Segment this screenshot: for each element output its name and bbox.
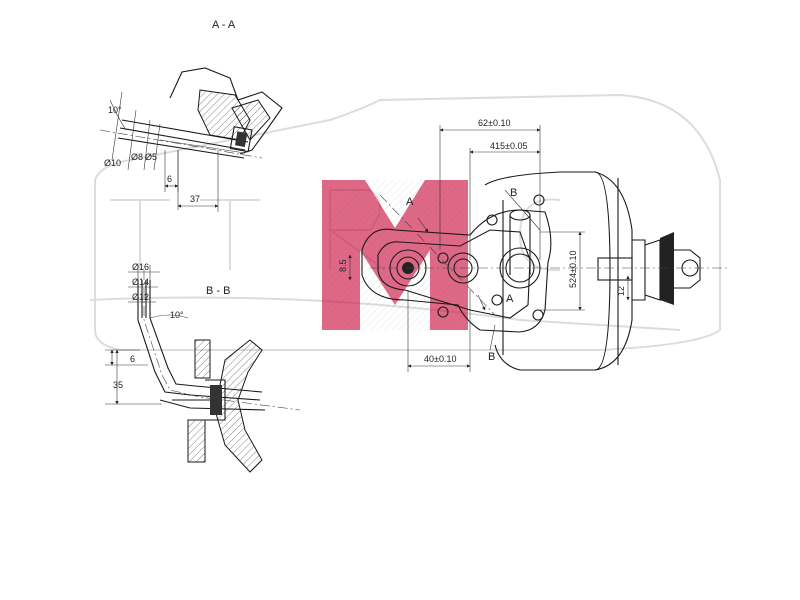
section-aa-drawing — [99, 67, 283, 212]
dim-524-label: 524±0.10 — [568, 251, 578, 288]
section-bb-title: B - B — [206, 285, 230, 297]
bb-angle-label: 10° — [170, 310, 184, 320]
section-mark-b-top: B — [510, 187, 517, 199]
bb-dia-14-label: Ø14 — [132, 277, 149, 287]
section-bb-drawing — [105, 265, 301, 473]
dim-40-label: 40±0.10 — [424, 354, 456, 364]
section-mark-a-bottom: A — [506, 293, 514, 305]
aa-len-6-label: 6 — [167, 174, 172, 184]
dim-62-label: 62±0.10 — [478, 118, 510, 128]
aa-dia-8-label: Ø8 — [131, 152, 143, 162]
bb-len-35-label: 35 — [113, 380, 123, 390]
bb-dia-12-label: Ø12 — [132, 292, 149, 302]
section-mark-a-top: A — [406, 196, 414, 208]
main-view-drawing — [348, 125, 730, 372]
dim-12-label: 12 — [616, 286, 626, 296]
section-mark-b-bottom: B — [488, 351, 495, 363]
aa-len-37-label: 37 — [190, 194, 200, 204]
aa-dia-5-label: Ø5 — [145, 152, 157, 162]
aa-angle-label: 10° — [108, 105, 122, 115]
aa-dia-10-label: Ø10 — [104, 158, 121, 168]
dim-415-label: 415±0.05 — [490, 141, 527, 151]
bb-dia-16-label: Ø16 — [132, 262, 149, 272]
section-aa-title: A - A — [212, 19, 236, 31]
bb-len-6-label: 6 — [130, 354, 135, 364]
dim-8-5-label: 8.5 — [338, 259, 348, 272]
